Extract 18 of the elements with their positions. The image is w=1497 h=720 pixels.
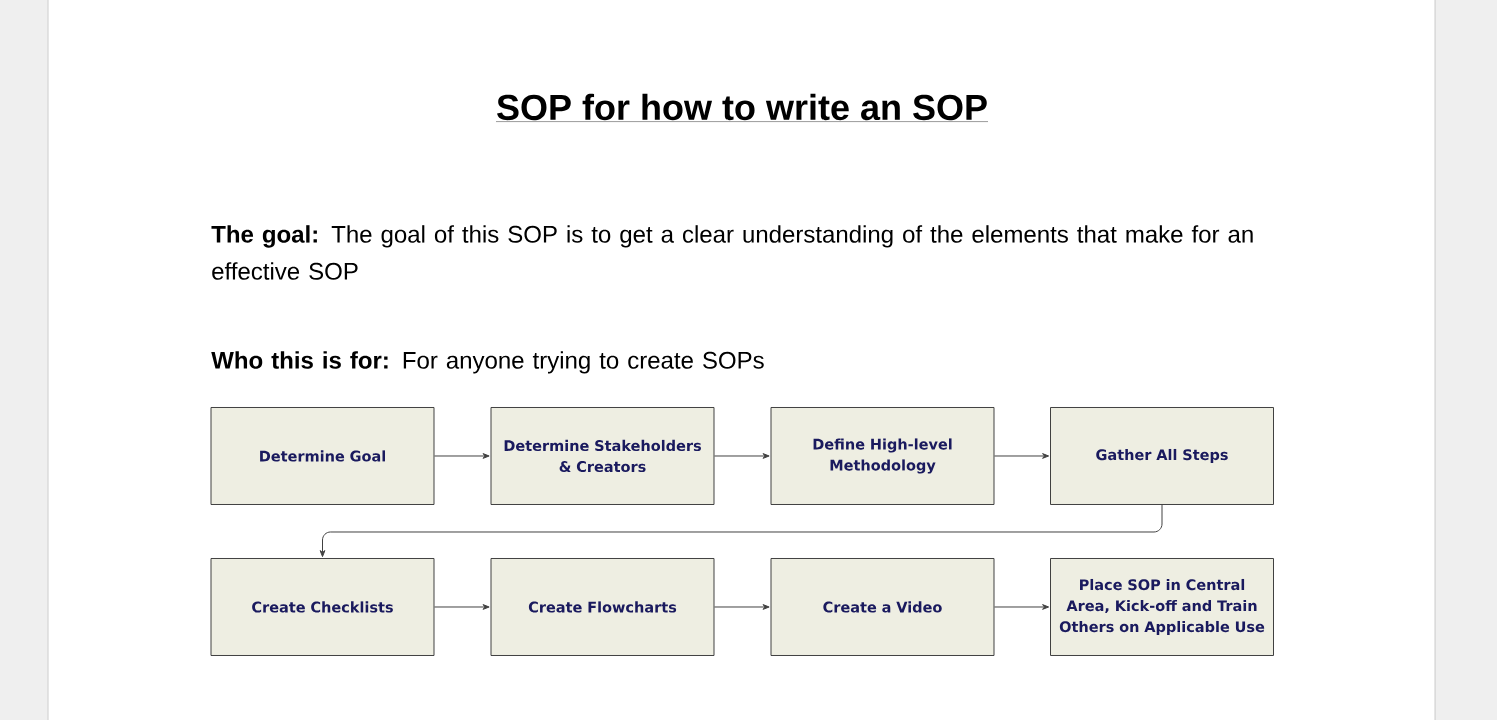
- arrow: [434, 453, 490, 459]
- arrow: [434, 604, 490, 610]
- arrow: [994, 604, 1050, 610]
- process-box: Determine Goal: [210, 407, 435, 505]
- arrow: [714, 453, 770, 459]
- arrow: [994, 453, 1050, 459]
- process-box: Gather All Steps: [1050, 407, 1274, 505]
- process-box: Create Checklists: [210, 558, 435, 656]
- process-box: Create a Video: [770, 558, 995, 656]
- process-box: Create Flowcharts: [490, 558, 715, 656]
- process-box: Determine Stakeholders & Creators: [490, 407, 715, 505]
- process-box: Place SOP in Central Area, Kick-off and Train Others on Applicable Use: [1050, 558, 1274, 656]
- paragraph: Who this is for: For anyone trying to create SOPs: [211, 351, 764, 374]
- arrow: [319, 504, 1163, 558]
- title: SOP for how to write an SOP: [495, 93, 989, 122]
- process-box: Define High-level Methodology: [770, 407, 995, 505]
- paragraph: The goal: The goal of this SOP is to get a clear understanding of the elements that make for an effective SOP: [211, 225, 1253, 280]
- arrow: [714, 604, 770, 610]
